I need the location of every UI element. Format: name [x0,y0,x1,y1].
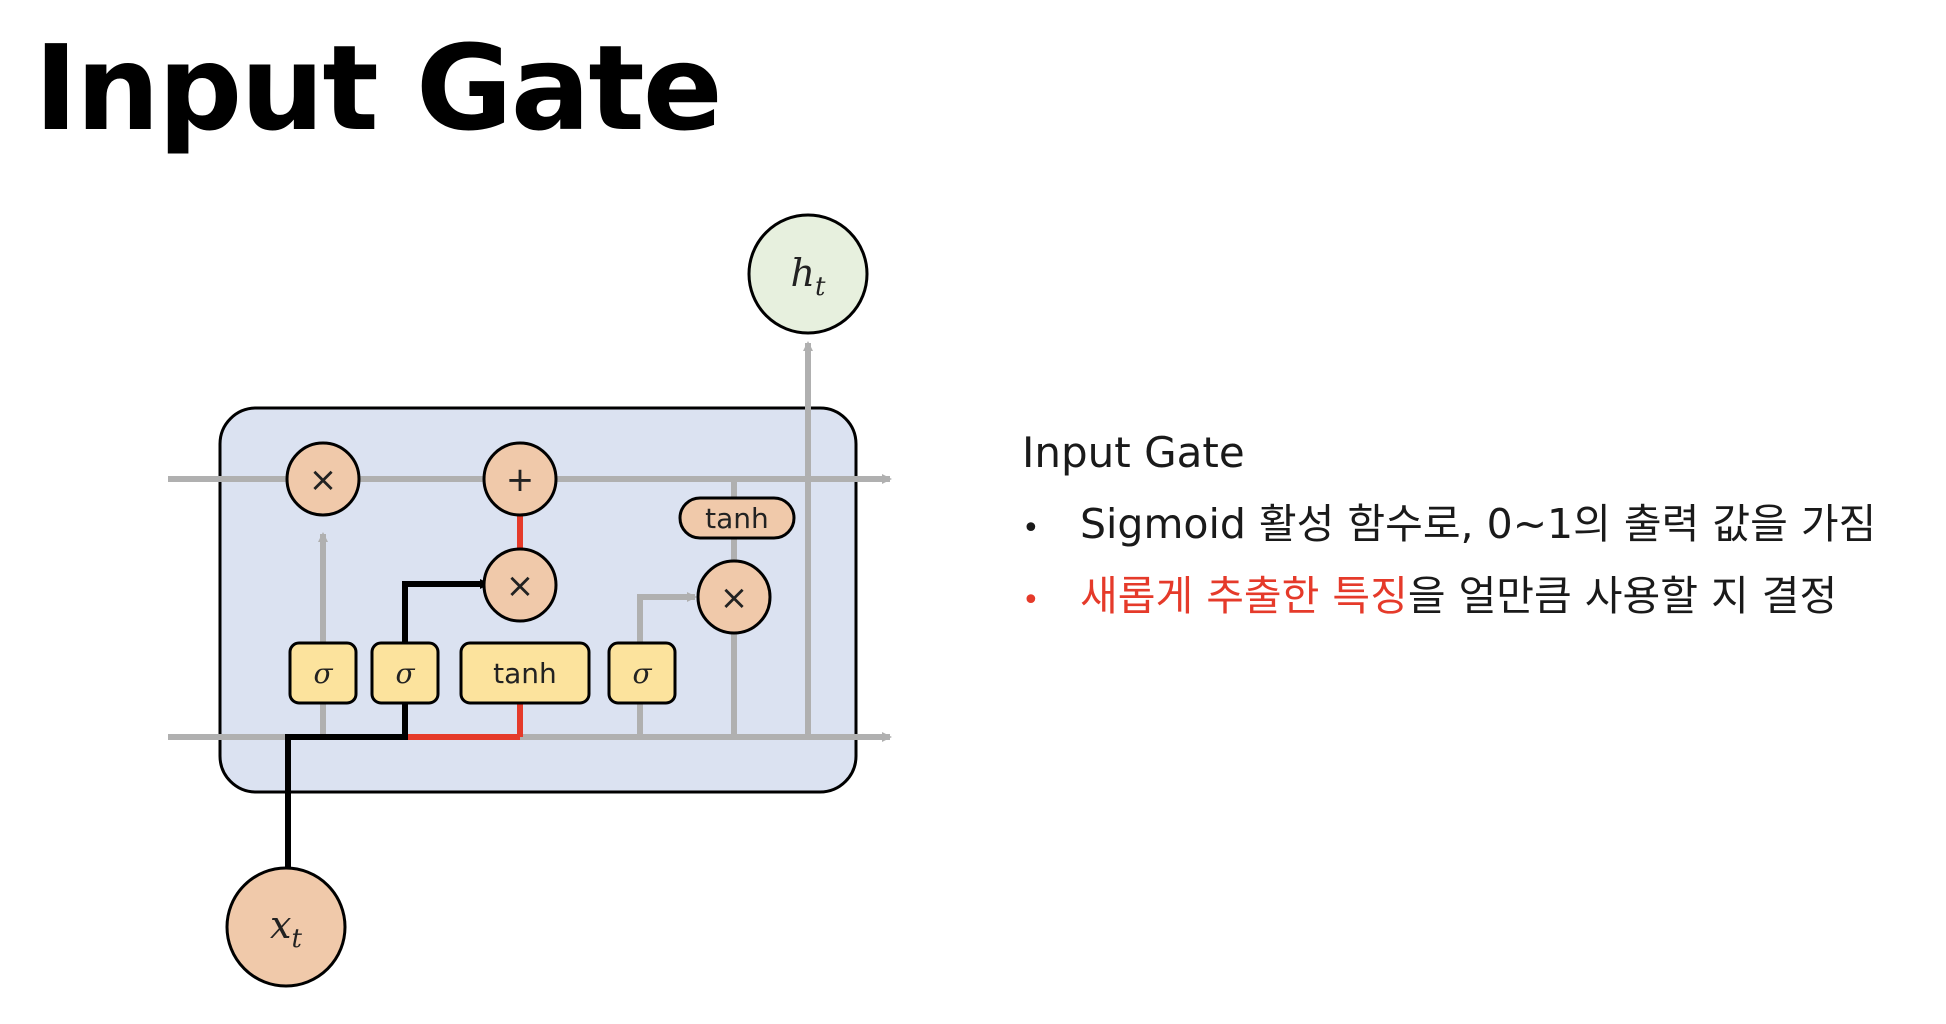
cell-tanh-pill: tanh [678,496,796,540]
input-gate-path [402,579,490,646]
op-multiply-input: × [482,547,558,623]
bullet-sigmoid: • Sigmoid 활성 함수로, 0~1의 출력 값을 가짐 [1022,500,1942,549]
bullet-text: 새롭게 추출한 특징을 얼만큼 사용할 지 결정 [1080,572,1837,621]
panel-heading: Input Gate [1022,428,1245,477]
input-label: xt [270,903,302,954]
bullet-feature-usage: • 새롭게 추출한 특징을 얼만큼 사용할 지 결정 [1022,572,1942,621]
bullet-text: Sigmoid 활성 함수로, 0~1의 출력 값을 가짐 [1080,500,1877,549]
output-node: ht [747,213,869,335]
candidate-tanh-label: tanh [493,657,557,690]
bullet-dot: • [1022,511,1040,547]
multiply-label: × [506,566,535,606]
slide-title: Input Gate [34,19,723,157]
output-sigma-label: σ [632,657,652,690]
output-gate-box: σ [607,641,677,705]
bullet-rest-text: 을 얼만큼 사용할 지 결정 [1407,571,1838,620]
op-multiply-forget: × [285,441,361,517]
cell-tanh-label: tanh [705,502,769,535]
op-multiply-output: × [696,559,772,635]
input-sigma-label: σ [395,657,415,690]
input-node: xt [225,866,347,988]
bullet-highlight-text: 새롭게 추출한 특징 [1080,571,1408,620]
multiply-label: × [309,460,338,500]
output-label: ht [791,251,826,302]
input-gate-box: σ [370,641,440,705]
forget-sigma-label: σ [313,657,333,690]
add-label: + [506,460,535,500]
op-add: + [482,441,558,517]
explanation-panel: Input Gate • Sigmoid 활성 함수로, 0~1의 출력 값을 … [1022,428,1942,643]
forget-gate-box: σ [288,641,358,705]
candidate-tanh-box: tanh [459,641,591,705]
multiply-label: × [720,578,749,618]
bullet-dot: • [1022,582,1040,618]
